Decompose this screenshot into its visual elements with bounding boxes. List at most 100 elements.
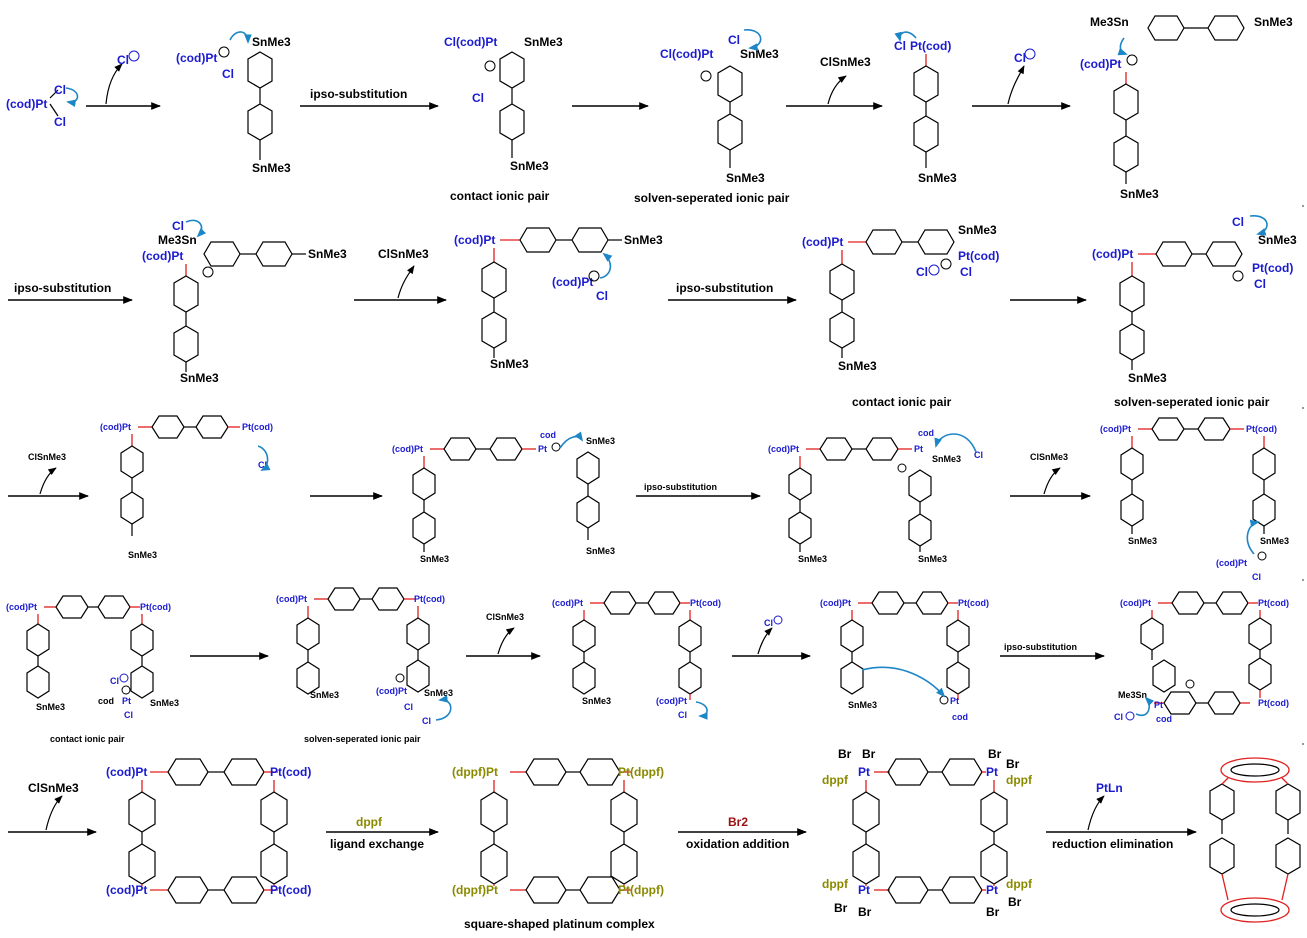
pt-cod-label: Pt(cod) [414, 594, 445, 604]
ptcl2-cod-reagent: (cod)Pt Cl Cl [6, 83, 79, 129]
pt-cod-label: Pt(cod) [910, 39, 951, 53]
pt-cod-label: Pt(cod) [242, 422, 273, 432]
dppf-pt-label: (dppf)Pt [452, 765, 498, 779]
step-arrow: Cl [86, 50, 161, 110]
clsnme3-label: ClSnMe3 [486, 612, 524, 622]
cod-pt-label: (cod)Pt [656, 696, 687, 706]
cod-label: cod [98, 696, 114, 706]
pt-cod-label: Pt(cod) [270, 765, 311, 779]
cod-pt-label: (cod)Pt [106, 765, 147, 779]
solvent-separated-ionic-pair-3: (cod)Pt Pt(cod) SnMe3 (cod)Pt SnMe3 Cl C… [276, 587, 453, 744]
cl-minus-label: Cl [117, 53, 129, 67]
clsnme3-label: ClSnMe3 [378, 247, 429, 261]
pt-dppf-label: Pt(dppf) [618, 765, 664, 779]
reduction-elimination-label: reduction elimination [1052, 837, 1173, 851]
br-label: Br [1008, 895, 1022, 909]
square-arenium-intermediate: (cod)Pt Pt(cod) Pt(cod) Me3Sn Pt cod [1114, 591, 1289, 724]
br-label: Br [988, 747, 1002, 761]
clsnme3-label: ClSnMe3 [28, 781, 79, 795]
br2-reagent-label: Br2 [728, 815, 748, 829]
snme3-label: SnMe3 [150, 698, 179, 708]
contact-ionic-pair-caption: contact ionic pair [450, 189, 550, 203]
square-pt-cod-complex: (cod)Pt Pt(cod) (cod)Pt Pt(cod) [106, 758, 311, 904]
cl-cod-pt-label: Cl(cod)Pt [660, 47, 713, 61]
contact-ionic-pair-2: (cod)Pt SnMe3 Pt(cod) Cl Cl SnMe3 contac… [802, 223, 999, 409]
br-label: Br [858, 905, 872, 919]
dppf-label: dppf [822, 877, 849, 891]
clsnme3-label: ClSnMe3 [820, 55, 871, 69]
cl-label: Cl [894, 39, 906, 53]
pt-label: Pt [858, 765, 870, 779]
cl-label: Cl [172, 219, 184, 233]
ipso-substitution-label: ipso-substitution [14, 281, 111, 295]
pt-biphenyl-complex-row1-end: Me3Sn SnMe3 (cod)Pt SnMe3 [1080, 15, 1293, 201]
step-arrow: ClSnMe3 [466, 612, 541, 660]
pt-biphenyl-intermediate: Cl Pt(cod) SnMe3 [894, 31, 957, 185]
snme3-label: SnMe3 [1120, 187, 1159, 201]
row-4: (cod)Pt Pt(cod) SnMe3 Cl cod Pt Cl SnMe3… [6, 587, 1289, 744]
pt-label: Pt [986, 883, 998, 897]
cl-label: Cl [960, 265, 972, 279]
snme3-label: SnMe3 [524, 35, 563, 49]
contact-ionic-pair-caption: contact ionic pair [50, 734, 125, 744]
curly-arrow [229, 31, 252, 44]
cod-pt-label: (cod)Pt [552, 275, 593, 289]
pt-cod-label: Pt(cod) [1258, 698, 1289, 708]
snme3-label: SnMe3 [918, 554, 947, 564]
br-label: Br [862, 747, 876, 761]
step-arrow: Cl [972, 48, 1071, 110]
ipso-substitution-label: ipso-substitution [676, 281, 773, 295]
snme3-label: SnMe3 [510, 159, 549, 173]
step-arrow: Cl [732, 615, 811, 660]
me3sn-label: Me3Sn [1118, 690, 1147, 700]
cod-pt-label: (cod)Pt [276, 594, 307, 604]
dppf-reagent-label: dppf [356, 815, 383, 829]
curly-arrow [695, 701, 708, 720]
cyclization-precursor-4: (cod)Pt Pt(cod) SnMe3 Pt cod [820, 591, 989, 722]
snme3-label: SnMe3 [1128, 536, 1157, 546]
pt-terphenyl-complex-2: (cod)Pt SnMe3 (cod)Pt Cl SnMe3 [454, 227, 663, 371]
step-arrow-ipso: ipso-substitution [300, 87, 439, 110]
curly-arrow [1135, 696, 1155, 717]
snme3-label: SnMe3 [420, 554, 449, 564]
snme3-label: SnMe3 [128, 550, 157, 560]
step-arrow: ClSnMe3 [1010, 452, 1091, 500]
br-label: Br [986, 905, 1000, 919]
step-arrow: ClSnMe3 [8, 452, 89, 500]
pt-cod-label: Pt(cod) [140, 602, 171, 612]
snme3-label: SnMe3 [740, 47, 779, 61]
step-arrow-oxidation: Br2 oxidation addition [678, 815, 807, 851]
solvent-separated-caption: solven-seperated ionic pair [304, 734, 421, 744]
solvent-separated-caption: solven-seperated ionic pair [1114, 395, 1270, 409]
solvent-separated-ionic-pair-1: Cl(cod)Pt Cl SnMe3 SnMe3 solven-seperate… [634, 29, 790, 205]
cod-pt-label: (cod)Pt [802, 235, 843, 249]
cod-pt-label: (cod)Pt [1100, 424, 1131, 434]
cl-label: Cl [54, 115, 66, 129]
cl-label: Cl [1252, 572, 1261, 582]
cl-label: Cl [1114, 712, 1123, 722]
me3sn-label: Me3Sn [158, 233, 197, 247]
cl-label: Cl [258, 460, 267, 470]
snme3-label: SnMe3 [726, 171, 765, 185]
oxidation-addition-label: oxidation addition [686, 837, 789, 851]
snme3-label: SnMe3 [1254, 15, 1293, 29]
cod-pt-label: (cod)Pt [1080, 57, 1121, 71]
solvent-separated-ionic-pair-2: (cod)Pt Cl SnMe3 Pt(cod) Cl SnMe3 solven… [1092, 215, 1297, 409]
snme3-label: SnMe3 [586, 436, 615, 446]
snme3-label: SnMe3 [624, 233, 663, 247]
cl-label: Cl [1254, 277, 1266, 291]
ipso-substitution-label: ipso-substitution [644, 482, 717, 492]
pt-label: Pt [950, 696, 959, 706]
square-pt-dppf-complex: (dppf)Pt Pt(dppf) (dppf)Pt Pt(dppf) [452, 758, 664, 931]
snme3-label: SnMe3 [310, 690, 339, 700]
cod-pt-label: (cod)Pt [454, 233, 495, 247]
curly-arrow [185, 219, 207, 238]
snme3-label: SnMe3 [36, 702, 65, 712]
cl-label: Cl [110, 676, 119, 686]
curly-arrow [1246, 519, 1260, 555]
solvent-separated-caption: solven-seperated ionic pair [634, 191, 790, 205]
cl-label: Cl [54, 83, 66, 97]
cycloparaphenylene-product [1209, 757, 1301, 923]
curly-arrow [934, 433, 977, 453]
